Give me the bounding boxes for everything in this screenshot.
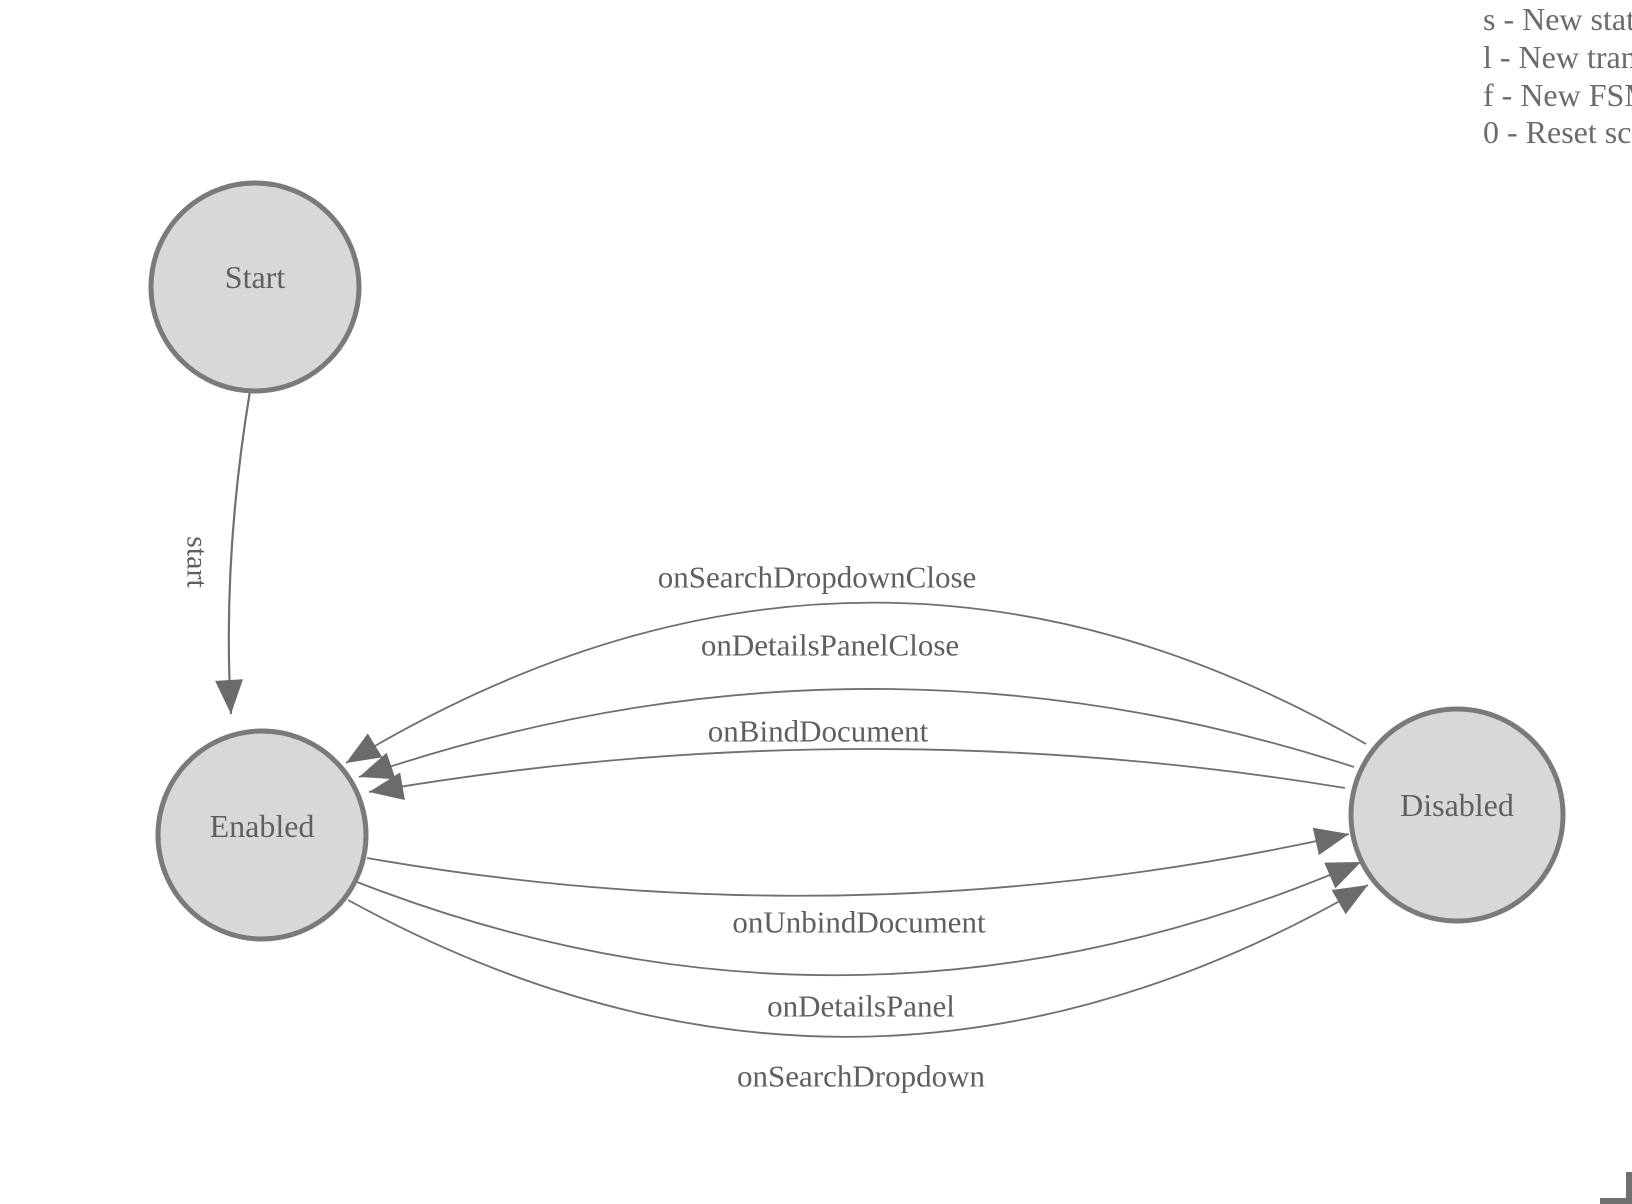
transition-ondetailspanelclose[interactable] [358,688,1355,780]
transition-label-ondetailspanelclose: onDetailsPanelClose [701,628,959,663]
transition-onsearchdropdownclose[interactable] [345,601,1367,764]
state-node-disabled[interactable]: Disabled [1348,706,1566,924]
state-node-enabled[interactable]: Enabled [155,728,369,942]
transition-label-ondetailspanel: onDetailsPanel [767,989,955,1024]
transition-label-start: start [181,536,214,588]
state-circle-start[interactable] [148,180,362,394]
legend-line-reset: 0 - Reset sca [1483,114,1632,150]
transition-onunbinddocument[interactable] [366,827,1350,897]
transition-onsearchdropdown[interactable] [347,884,1369,1038]
state-node-start[interactable]: Start [148,180,362,394]
state-label-disabled: Disabled [1400,787,1514,823]
offscreen-element-corner [1600,1172,1632,1204]
transition-start[interactable] [215,390,252,715]
legend-line-new-transition: l - New tran [1483,39,1632,75]
transition-label-onunbinddocument: onUnbindDocument [732,905,986,940]
transition-label-onsearchdropdown: onSearchDropdown [737,1059,985,1094]
transition-label-onsearchdropdownclose: onSearchDropdownClose [658,560,977,595]
transition-ondetailspanel[interactable] [356,861,1362,977]
transition-labels-layer: start onSearchDropdownClose onDetailsPan… [181,536,986,1093]
legend-line-new-state: s - New stat [1483,1,1632,37]
transition-label-onbinddocument: onBindDocument [708,714,929,749]
transitions-layer [215,390,1369,1038]
legend-line-new-fsm: f - New FSM [1483,77,1632,113]
state-label-start: Start [225,259,286,295]
shortcut-legend: s - New stat l - New tran f - New FSM 0 … [1483,1,1632,150]
state-circle-enabled[interactable] [155,728,369,942]
transition-onbinddocument[interactable] [368,748,1346,801]
state-label-enabled: Enabled [210,808,315,844]
state-circle-disabled[interactable] [1348,706,1566,924]
